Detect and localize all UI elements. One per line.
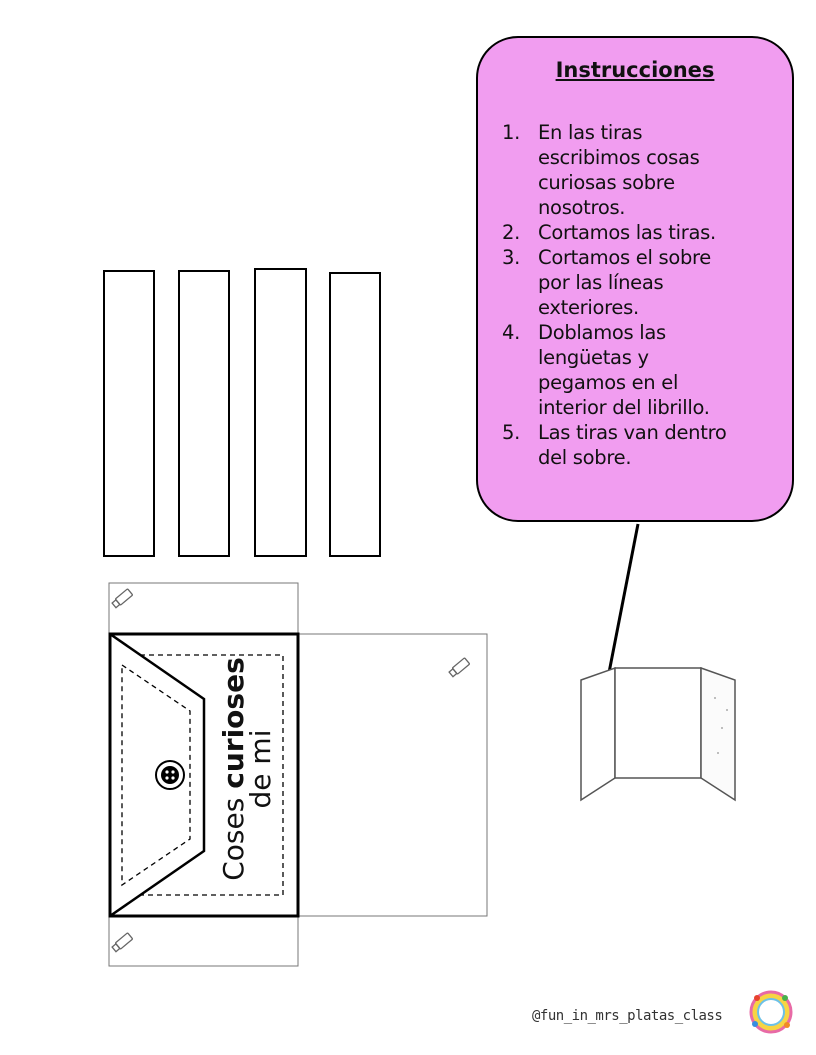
cutout-strip	[254, 268, 307, 557]
top-tab	[108, 582, 299, 635]
step-line: del sobre.	[538, 446, 632, 469]
step-line: lengüetas y	[538, 346, 649, 369]
step-line: Cortamos el sobre	[538, 246, 712, 269]
instructions-bubble: Instrucciones 1. En las tiras escribimos…	[476, 36, 794, 522]
instruction-step: 4. Doblamos las lengüetas y pegamos en e…	[502, 320, 792, 420]
step-number: 4.	[502, 321, 521, 344]
step-number: 2.	[502, 221, 521, 244]
step-line: interior del librillo.	[538, 396, 710, 419]
envelope-flap	[109, 632, 206, 918]
step-line: Las tiras van dentro	[538, 421, 727, 444]
step-line: exteriores.	[538, 296, 639, 319]
cutout-strip	[329, 272, 381, 557]
instruction-step: 3. Cortamos el sobre por las líneas exte…	[502, 245, 792, 320]
bottom-tab	[108, 915, 299, 967]
instruction-step: 2. Cortamos las tiras.	[502, 220, 792, 245]
instruction-step: 5. Las tiras van dentro del sobre.	[502, 420, 792, 470]
step-line: Doblamos las	[538, 321, 666, 344]
envelope-cover	[108, 632, 300, 918]
step-number: 3.	[502, 246, 521, 269]
step-line: En las tiras	[538, 121, 643, 144]
envelope-template	[108, 582, 488, 967]
cutout-strip	[178, 270, 230, 557]
instructions-list: 1. En las tiras escribimos cosas curiosa…	[502, 120, 792, 470]
step-line: pegamos en el	[538, 371, 679, 394]
step-line: por las líneas	[538, 271, 664, 294]
trifold-booklet-icon	[580, 666, 736, 802]
credit-handle: @fun_in_mrs_platas_class	[532, 1008, 723, 1024]
step-line: nosotros.	[538, 196, 626, 219]
glue-stick-icon	[448, 657, 470, 678]
instruction-step: 1. En las tiras escribimos cosas curiosa…	[502, 120, 792, 220]
logo-badge-icon	[749, 990, 793, 1034]
envelope-subtitle: de mi	[244, 729, 277, 809]
step-line: escribimos cosas	[538, 146, 700, 169]
right-panel	[297, 633, 488, 917]
instructions-title: Instrucciones	[555, 58, 715, 82]
cutout-strip	[103, 270, 155, 557]
glue-stick-icon	[111, 932, 133, 953]
step-line: curiosas sobre	[538, 171, 675, 194]
step-line: Cortamos las tiras.	[538, 221, 716, 244]
button-icon	[155, 760, 185, 790]
step-number: 1.	[502, 121, 521, 144]
glue-stick-icon	[111, 588, 133, 609]
step-number: 5.	[502, 421, 521, 444]
